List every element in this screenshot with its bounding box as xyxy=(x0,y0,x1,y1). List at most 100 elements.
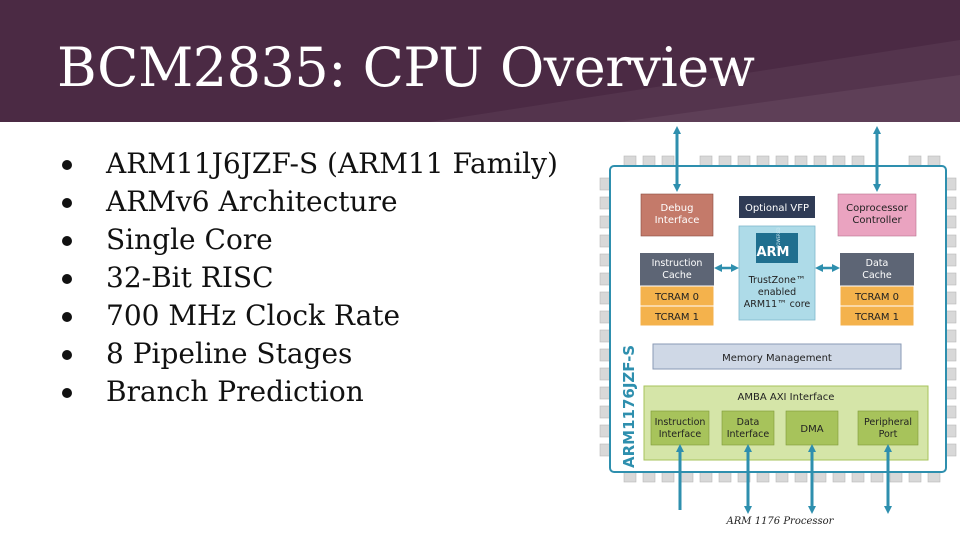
chip-pin xyxy=(599,291,611,305)
bullet-text: Single Core xyxy=(106,223,273,256)
data-cache-block xyxy=(840,253,914,286)
chip-pin xyxy=(599,367,611,381)
chip-pin xyxy=(945,291,957,305)
chip-pin xyxy=(945,348,957,362)
chip-pin xyxy=(599,215,611,229)
chip-pin xyxy=(945,272,957,286)
dcache-tcram1-label: TCRAM 1 xyxy=(854,312,899,323)
trustzone-line2: enabled xyxy=(758,287,796,298)
chip-pin xyxy=(945,196,957,210)
diagram-caption: ARM 1176 Processor xyxy=(726,516,834,527)
chip-pin xyxy=(599,310,611,324)
chip-pin xyxy=(599,253,611,267)
chip-pin xyxy=(599,405,611,419)
chip-pin xyxy=(794,155,808,167)
arm-logo-text: ARM xyxy=(756,245,789,260)
chip-pin xyxy=(599,196,611,210)
instruction-cache-block xyxy=(640,253,714,286)
chip-pin xyxy=(775,155,789,167)
chip-pins xyxy=(599,155,957,483)
chip-pin xyxy=(889,471,903,483)
bullet-text: 700 MHz Clock Rate xyxy=(106,299,401,332)
instr-if-line1: Instruction xyxy=(655,417,706,428)
chip-pin xyxy=(756,155,770,167)
bullet-item: Single Core xyxy=(58,221,558,259)
chip-pin xyxy=(599,443,611,457)
slide-title: BCM2835: CPU Overview xyxy=(57,36,755,99)
chip-pin xyxy=(680,471,694,483)
bullet-item: Branch Prediction xyxy=(58,373,558,411)
chip-pin xyxy=(599,272,611,286)
bullet-dot-icon xyxy=(62,274,72,284)
bullet-dot-icon xyxy=(62,236,72,246)
chip-pin xyxy=(599,177,611,191)
bullet-dot-icon xyxy=(62,312,72,322)
bullet-list: ARM11J6JZF-S (ARM11 Family) ARMv6 Archit… xyxy=(58,145,558,411)
arm-logo-icon xyxy=(756,233,798,263)
debug-interface-block xyxy=(640,193,714,237)
coprocessor-controller-block xyxy=(837,193,917,237)
instr-if-line2: Interface xyxy=(659,429,702,440)
icache-label-line1: Instruction xyxy=(652,258,703,269)
chip-pin xyxy=(599,424,611,438)
chip-pin xyxy=(813,155,827,167)
chip-side-label: ARM1176JZF-S xyxy=(620,345,638,468)
chip-pin xyxy=(945,253,957,267)
bullet-item: 8 Pipeline Stages xyxy=(58,335,558,373)
chip-pin xyxy=(945,329,957,343)
periph-line2: Port xyxy=(879,429,898,440)
chip-pin xyxy=(661,155,675,167)
dcache-label-line2: Cache xyxy=(862,270,892,281)
optional-vfp-block xyxy=(739,196,815,218)
bullet-item: ARMv6 Architecture xyxy=(58,183,558,221)
chip-pin xyxy=(945,386,957,400)
chip-pin xyxy=(599,348,611,362)
chip-pin xyxy=(908,471,922,483)
chip-pin xyxy=(599,234,611,248)
arm1176-block-diagram: ARM1176JZF-S Debug Interface Optional VF… xyxy=(599,126,957,514)
trustzone-line3: ARM11™ core xyxy=(744,299,811,310)
icache-tcram1-block xyxy=(639,305,715,327)
header-decoration xyxy=(430,40,960,122)
chip-pin xyxy=(945,177,957,191)
bullet-item: 32-Bit RISC xyxy=(58,259,558,297)
icache-tcram1-label: TCRAM 1 xyxy=(654,312,699,323)
data-if-line1: Data xyxy=(737,417,760,428)
chip-pin xyxy=(642,471,656,483)
peripheral-port-block xyxy=(857,410,919,446)
bullet-text: 8 Pipeline Stages xyxy=(106,337,353,370)
dcache-tcram1-block xyxy=(839,305,915,327)
memory-management-block xyxy=(652,343,902,370)
coprocessor-label-line1: Coprocessor xyxy=(846,203,909,214)
chip-pin xyxy=(623,471,637,483)
debug-label-line2: Interface xyxy=(655,215,700,226)
amba-label: AMBA AXI Interface xyxy=(738,392,835,403)
dma-label: DMA xyxy=(800,424,823,435)
bullet-dot-icon xyxy=(62,198,72,208)
dcache-tcram0-label: TCRAM 0 xyxy=(854,292,899,303)
chip-pin xyxy=(794,471,808,483)
icache-label-line2: Cache xyxy=(662,270,692,281)
periph-line1: Peripheral xyxy=(864,417,912,428)
trustzone-line1: TrustZone™ xyxy=(748,275,806,286)
data-interface-block xyxy=(721,410,775,446)
bullet-dot-icon xyxy=(62,350,72,360)
chip-pin xyxy=(851,471,865,483)
chip-pin xyxy=(661,471,675,483)
chip-pin xyxy=(623,155,637,167)
chip-pin xyxy=(870,471,884,483)
memory-management-label: Memory Management xyxy=(722,353,832,364)
chip-pin xyxy=(945,424,957,438)
chip-pin xyxy=(945,215,957,229)
bullet-text: ARM11J6JZF-S (ARM11 Family) xyxy=(106,147,558,180)
chip-pin xyxy=(945,234,957,248)
chip-pin xyxy=(599,329,611,343)
arm-powered-text: POWERED xyxy=(776,228,781,248)
chip-pin xyxy=(642,155,656,167)
debug-label-line1: Debug xyxy=(661,203,694,214)
data-if-line2: Interface xyxy=(727,429,770,440)
bullet-item: ARM11J6JZF-S (ARM11 Family) xyxy=(58,145,558,183)
bullet-dot-icon xyxy=(62,160,72,170)
dcache-label-line1: Data xyxy=(866,258,889,269)
chip-pin xyxy=(832,471,846,483)
